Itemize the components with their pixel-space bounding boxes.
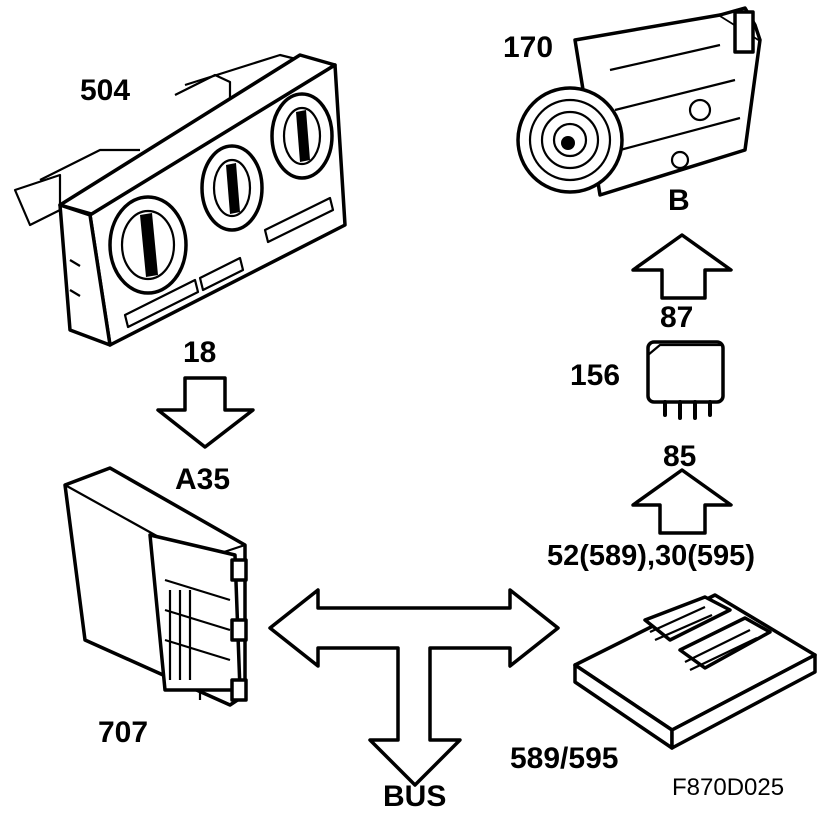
label-panel-pin: 18 <box>183 336 216 369</box>
label-module-pin: A35 <box>175 463 230 496</box>
label-control-panel: 504 <box>80 74 130 107</box>
arrow-up-upper <box>631 233 733 300</box>
label-relay-in: 85 <box>663 440 696 473</box>
label-relay: 156 <box>570 359 620 392</box>
label-compressor: 170 <box>503 31 553 64</box>
control-module-drawing <box>63 466 248 707</box>
bus-arrow <box>268 588 560 787</box>
relay-drawing <box>646 340 725 420</box>
label-ecm: 589/595 <box>510 742 618 775</box>
arrow-down-left <box>156 376 255 449</box>
label-relay-out: 87 <box>660 301 693 334</box>
label-ecm-pins: 52(589),30(595) <box>547 540 755 572</box>
figure-code: F870D025 <box>672 774 784 801</box>
label-bus: BUS <box>383 780 446 813</box>
engine-control-module-drawing <box>573 593 817 750</box>
label-compressor-pin: B <box>668 184 690 217</box>
ac-compressor-drawing <box>516 6 762 197</box>
label-module: 707 <box>98 716 148 749</box>
arrow-up-lower <box>631 468 733 535</box>
climate-control-panel-drawing <box>13 53 347 347</box>
